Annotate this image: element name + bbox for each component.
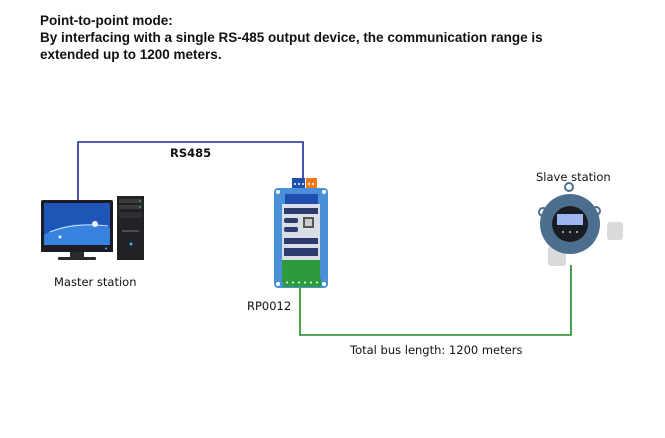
pc-tower-icon: [117, 196, 144, 260]
device-model-label: RP0012: [247, 299, 292, 313]
description-line-1: By interfacing with a single RS-485 outp…: [40, 30, 543, 45]
master-station-label: Master station: [54, 275, 137, 289]
rs485-label: RS485: [170, 146, 212, 160]
monitor-icon: [41, 200, 113, 260]
rs485-cable: [77, 141, 304, 200]
mode-title: Point-to-point mode:: [40, 13, 173, 28]
gas-detector-icon: [538, 182, 623, 266]
description-header: Point-to-point mode: By interfacing with…: [40, 12, 543, 63]
repeater-device: [274, 178, 328, 288]
slave-station-label: Slave station: [536, 170, 611, 184]
bus-cable: [299, 265, 572, 336]
bus-length-label: Total bus length: 1200 meters: [350, 343, 523, 357]
description-line-2: extended up to 1200 meters.: [40, 47, 222, 62]
